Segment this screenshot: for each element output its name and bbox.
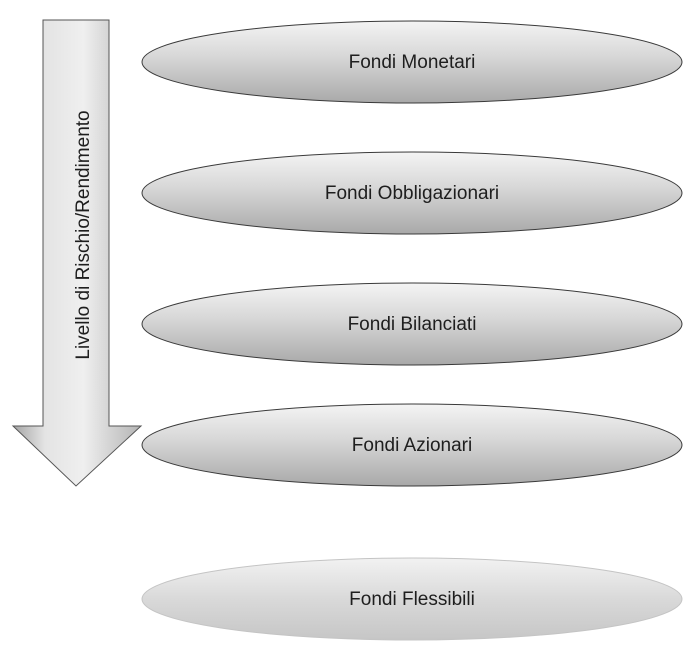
fund-label: Fondi Bilanciati xyxy=(348,314,477,335)
down-arrow-shape xyxy=(11,19,143,487)
fund-label: Fondi Monetari xyxy=(349,52,476,73)
fund-label: Fondi Flessibili xyxy=(349,589,475,610)
axis-label: Livello di Rischio/Rendimento xyxy=(73,110,94,359)
ellipse-shape xyxy=(141,557,683,641)
fund-ellipse-obbligazionari: Fondi Obbligazionari xyxy=(141,151,683,235)
fund-ellipse-flessibili: Fondi Flessibili xyxy=(141,557,683,641)
fund-ellipse-monetari: Fondi Monetari xyxy=(141,20,683,104)
fund-ellipse-azionari: Fondi Azionari xyxy=(141,403,683,487)
ellipse-shape xyxy=(141,20,683,104)
ellipse-shape xyxy=(141,282,683,366)
ellipse-shape xyxy=(141,403,683,487)
risk-return-arrow: Livello di Rischio/Rendimento xyxy=(11,19,143,487)
fund-label: Fondi Obbligazionari xyxy=(325,183,499,204)
ellipse-shape xyxy=(141,151,683,235)
fund-ellipse-bilanciati: Fondi Bilanciati xyxy=(141,282,683,366)
fund-label: Fondi Azionari xyxy=(352,435,472,456)
